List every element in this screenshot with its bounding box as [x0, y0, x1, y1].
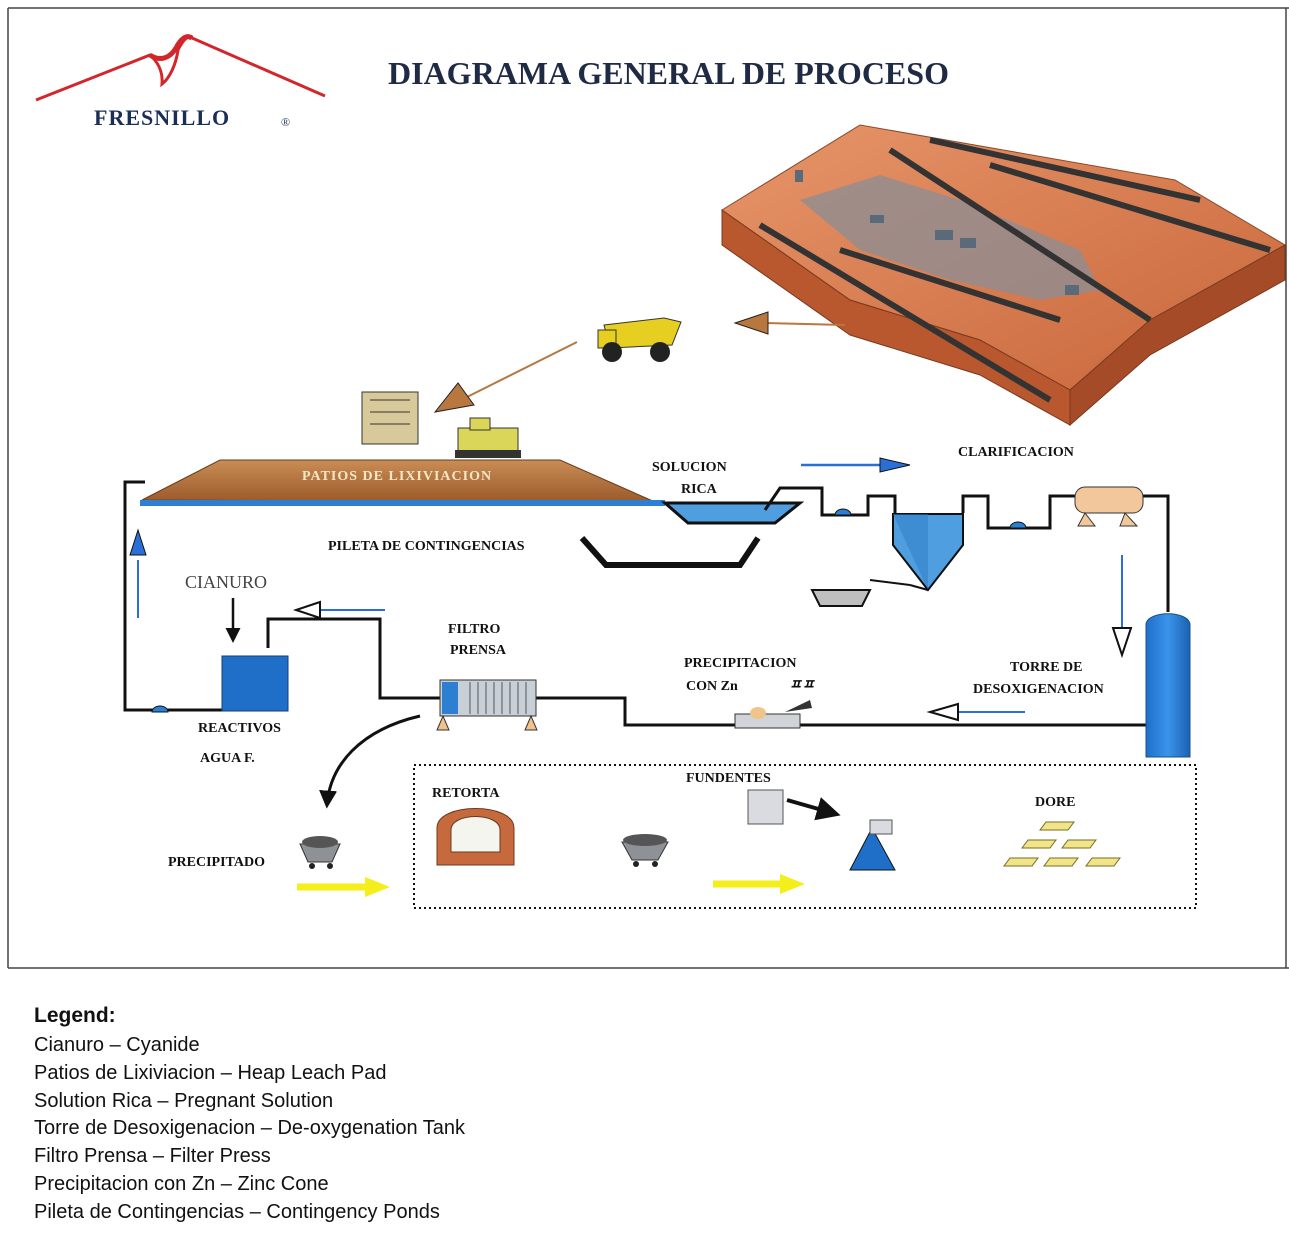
flow-arrows-blue [129, 457, 1133, 722]
mine-to-truck-arrow [764, 322, 846, 326]
pipe-zinc-to-press [536, 696, 735, 727]
zinc-feed-symbol: ㅍㅍ [789, 678, 816, 693]
dore-cart-icon [621, 834, 669, 867]
reagent-tank: CIANURO REACTIVOS AGUA F. [185, 572, 289, 766]
pumps [151, 508, 1027, 713]
pipe-filter-to-tower [1140, 494, 1170, 612]
pipe-reactivos-to-heap [123, 480, 222, 712]
dore-label: DORE [1035, 795, 1075, 810]
legend-item: Pileta de Contingencias – Contingency Po… [34, 1200, 440, 1223]
logo-roof-mark [35, 35, 326, 102]
melting-furnace-icon [849, 819, 896, 871]
cianuro-label: CIANURO [185, 572, 267, 592]
clarifier-tank [810, 513, 964, 607]
torre-label-1: TORRE DE [1010, 660, 1082, 675]
precip-label-1: PRECIPITACION [684, 656, 797, 671]
filter-press: FILTRO PRENSA [436, 622, 538, 731]
zinc-cone-precipitation: PRECIPITACION CON Zn ㅍㅍ [684, 656, 816, 729]
pipe-press-to-reactivos [266, 617, 440, 700]
dore-bars-icon: DORE [1003, 795, 1121, 867]
pipe-clarifier-to-filter [961, 494, 1075, 530]
flow-arrows-upper [433, 311, 846, 413]
logo-flame-mark [148, 34, 194, 61]
fresnillo-logo: FRESNILLO ® [35, 34, 326, 130]
pump-1 [834, 508, 852, 516]
heap-leach-pad: PATIOS DE LIXIVIACION [140, 459, 665, 506]
truck-to-heap-arrow [464, 341, 578, 399]
clarificacion-label: CLARIFICACION [958, 445, 1074, 460]
fundentes-label: FUNDENTES [686, 771, 771, 786]
legend-item: Filtro Prensa – Filter Press [34, 1145, 271, 1168]
solucion-label-2: RICA [681, 482, 718, 497]
dozer-icon [455, 417, 521, 458]
precip-label-2: CON Zn [686, 679, 738, 694]
refining-area-box [413, 764, 1197, 909]
logo-text: FRESNILLO [94, 105, 230, 130]
page-title: DIAGRAMA GENERAL DE PROCESO [388, 55, 949, 91]
torre-label-2: DESOXIGENACION [973, 682, 1104, 697]
solucion-label-1: SOLUCION [652, 460, 727, 475]
pump-2 [1009, 521, 1027, 529]
fluxes-bin: FUNDENTES [686, 771, 841, 825]
legend-title: Legend: [34, 1004, 116, 1027]
mine-bench-lines [758, 137, 1271, 403]
legend-item: Torre de Desoxigenacion – De-oxygenation… [34, 1117, 466, 1140]
logo-registered: ® [281, 115, 290, 129]
pump-3 [151, 705, 169, 713]
filtro-label-2: PRENSA [450, 643, 507, 658]
sludge-bin [810, 589, 872, 607]
legend-item: Cianuro – Cyanide [34, 1034, 200, 1056]
clarification-filter: CLARIFICACION [958, 445, 1144, 527]
legend-item: Solution Rica – Pregnant Solution [34, 1089, 334, 1112]
precipitate-cart-icon: PRECIPITADO [168, 836, 341, 870]
mine-equipment [795, 170, 1079, 295]
dump-truck-icon [597, 317, 682, 362]
filtro-label-1: FILTRO [448, 622, 501, 637]
patios-label: PATIOS DE LIXIVIACION [302, 469, 492, 484]
legend-list: Cianuro – Cyanide Patios de Lixiviacion … [34, 1032, 465, 1227]
stacker-equipment [361, 391, 419, 445]
precipitado-label: PRECIPITADO [168, 855, 265, 870]
deoxygenation-tower: TORRE DE DESOXIGENACION [973, 613, 1191, 758]
open-pit-mine [721, 124, 1287, 427]
process-pipes [123, 480, 1170, 727]
retort-furnace: RETORTA [432, 786, 515, 866]
contingency-pond: PILETA DE CONTINGENCIAS [328, 536, 761, 568]
press-to-cart-arrow [319, 714, 421, 809]
legend-item: Patios de Lixiviacion – Heap Leach Pad [34, 1061, 387, 1084]
reactivos-label: REACTIVOS [198, 721, 281, 736]
agua-label: AGUA F. [200, 751, 255, 766]
yellow-flow-arrows [297, 874, 805, 897]
legend-item: Precipitacion con Zn – Zinc Cone [34, 1172, 329, 1195]
retorta-label: RETORTA [432, 786, 500, 801]
pileta-label: PILETA DE CONTINGENCIAS [328, 539, 525, 554]
